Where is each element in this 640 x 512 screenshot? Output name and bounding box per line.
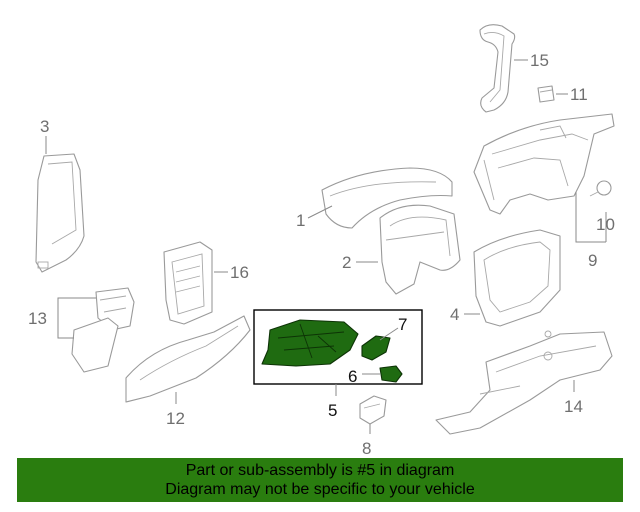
callout-11: 11 bbox=[570, 85, 588, 104]
callout-3: 3 bbox=[40, 117, 49, 136]
part-7-latch[interactable] bbox=[361, 335, 391, 361]
part-6-bumper[interactable] bbox=[379, 365, 403, 383]
callout-13: 13 bbox=[28, 309, 47, 328]
part-5-glove-box-assembly[interactable] bbox=[261, 319, 359, 367]
part-8-bracket[interactable] bbox=[359, 395, 387, 425]
banner-line-1: Part or sub-assembly is #5 in diagram bbox=[185, 462, 455, 479]
part-14-lower-console[interactable] bbox=[435, 330, 613, 435]
callout-16: 16 bbox=[230, 263, 249, 282]
callout-14: 14 bbox=[564, 397, 583, 416]
exploded-parts-diagram: 15 11 3 1 2 9 10 bbox=[28, 24, 615, 458]
part-2-cluster-bezel[interactable] bbox=[379, 204, 461, 295]
leader-1 bbox=[307, 205, 333, 219]
part-4-trim-frame[interactable] bbox=[473, 229, 561, 327]
callout-6: 6 bbox=[348, 367, 357, 386]
callout-1: 1 bbox=[296, 211, 305, 230]
part-11-clip[interactable] bbox=[537, 85, 555, 103]
leader-7 bbox=[379, 327, 399, 341]
part-15-grab-handle[interactable] bbox=[479, 24, 516, 113]
part-9-instrument-panel-carrier[interactable] bbox=[473, 113, 615, 215]
callout-5: 5 bbox=[328, 401, 337, 420]
callout-2: 2 bbox=[342, 253, 351, 272]
banner-line-2: Diagram may not be specific to your vehi… bbox=[165, 481, 475, 498]
leader-13 bbox=[57, 297, 96, 339]
part-3-side-trim-panel[interactable] bbox=[35, 153, 85, 273]
callout-12: 12 bbox=[166, 409, 185, 428]
callout-15: 15 bbox=[530, 51, 549, 70]
highlight-box-5 bbox=[253, 309, 423, 385]
part-1-upper-pad[interactable] bbox=[321, 167, 453, 229]
callout-4: 4 bbox=[450, 305, 459, 324]
leader-9 bbox=[575, 192, 606, 243]
callout-9: 9 bbox=[588, 251, 597, 270]
part-10-push-pin[interactable] bbox=[589, 180, 612, 197]
callout-7: 7 bbox=[398, 315, 407, 334]
callout-10: 10 bbox=[596, 215, 615, 234]
part-12-lower-trim[interactable] bbox=[125, 315, 251, 403]
callout-8: 8 bbox=[362, 439, 371, 458]
part-13-lower-panel[interactable] bbox=[71, 317, 119, 373]
part-16-vent-bezel[interactable] bbox=[163, 241, 213, 325]
info-banner: Part or sub-assembly is #5 in diagram Di… bbox=[17, 458, 623, 502]
